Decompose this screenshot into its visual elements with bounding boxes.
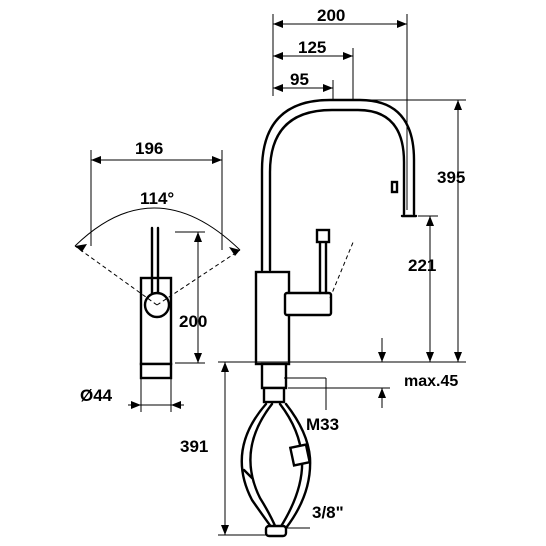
spray-button xyxy=(390,180,399,194)
dim-44-arrow-left xyxy=(131,401,141,409)
spout-outer xyxy=(260,98,416,272)
dim-221-arrow-top xyxy=(426,216,434,226)
front-handle xyxy=(283,291,333,317)
label-spout-clearance: 221 xyxy=(408,256,436,275)
label-lever-height: 200 xyxy=(179,312,207,331)
label-hose-connector: 3/8" xyxy=(312,503,344,522)
side-view xyxy=(74,150,241,412)
dim-125-arrow-right xyxy=(343,52,353,60)
dim-200v-arrow-bottom xyxy=(194,353,202,363)
dim-196-arrow-right xyxy=(212,156,222,164)
dim-95-arrow-left xyxy=(273,84,283,92)
dim-200v-arrow-top xyxy=(194,232,202,242)
label-spout-reach-inner: 95 xyxy=(290,70,309,89)
dim-44-arrow-right xyxy=(171,401,181,409)
label-side-width: 196 xyxy=(135,139,163,158)
hose-connector-bottom xyxy=(264,524,288,538)
dim-200h-arrow-left xyxy=(273,20,283,28)
front-view xyxy=(218,14,466,538)
dim-395-arrow-top xyxy=(454,100,462,110)
side-swivel-arrow-left xyxy=(75,244,87,252)
hose-left xyxy=(240,402,274,530)
side-swivel-arrow-right xyxy=(229,247,240,256)
dim-95-arrow-right xyxy=(323,84,333,92)
label-base-diameter: Ø44 xyxy=(80,386,113,405)
dim-45-arrow-bottom xyxy=(378,388,386,398)
hose-left-tip xyxy=(242,468,254,480)
dim-200h-arrow-right xyxy=(397,20,407,28)
label-overall-reach: 200 xyxy=(317,6,345,25)
spout-inner xyxy=(268,108,406,272)
thread-shank xyxy=(262,386,286,404)
label-total-height: 395 xyxy=(437,168,465,187)
label-max-thickness: max.45 xyxy=(404,373,458,390)
front-handle-grip xyxy=(315,228,331,244)
label-hose-length: 391 xyxy=(180,437,208,456)
dim-125-arrow-left xyxy=(273,52,283,60)
side-swivel-arc xyxy=(74,207,241,251)
side-body xyxy=(139,276,173,366)
label-swivel-angle: 114° xyxy=(140,189,174,208)
dim-196-arrow-left xyxy=(91,156,101,164)
dim-391-arrow-top xyxy=(221,362,229,372)
hose-connector-right xyxy=(288,443,312,467)
front-body xyxy=(254,270,291,366)
dim-395-arrow-bottom xyxy=(454,352,462,362)
dim-221-arrow-bottom xyxy=(426,352,434,362)
side-swivel-line-left xyxy=(74,245,158,306)
label-spout-reach-mid: 125 xyxy=(298,38,326,57)
side-base xyxy=(139,362,173,380)
label-thread: M33 xyxy=(306,415,339,434)
hose-left-inner xyxy=(249,402,278,530)
dim-45-arrow-top xyxy=(378,352,386,362)
front-base xyxy=(260,362,288,390)
front-handle-swing xyxy=(329,239,355,299)
dim-391-arrow-bottom xyxy=(221,525,229,535)
